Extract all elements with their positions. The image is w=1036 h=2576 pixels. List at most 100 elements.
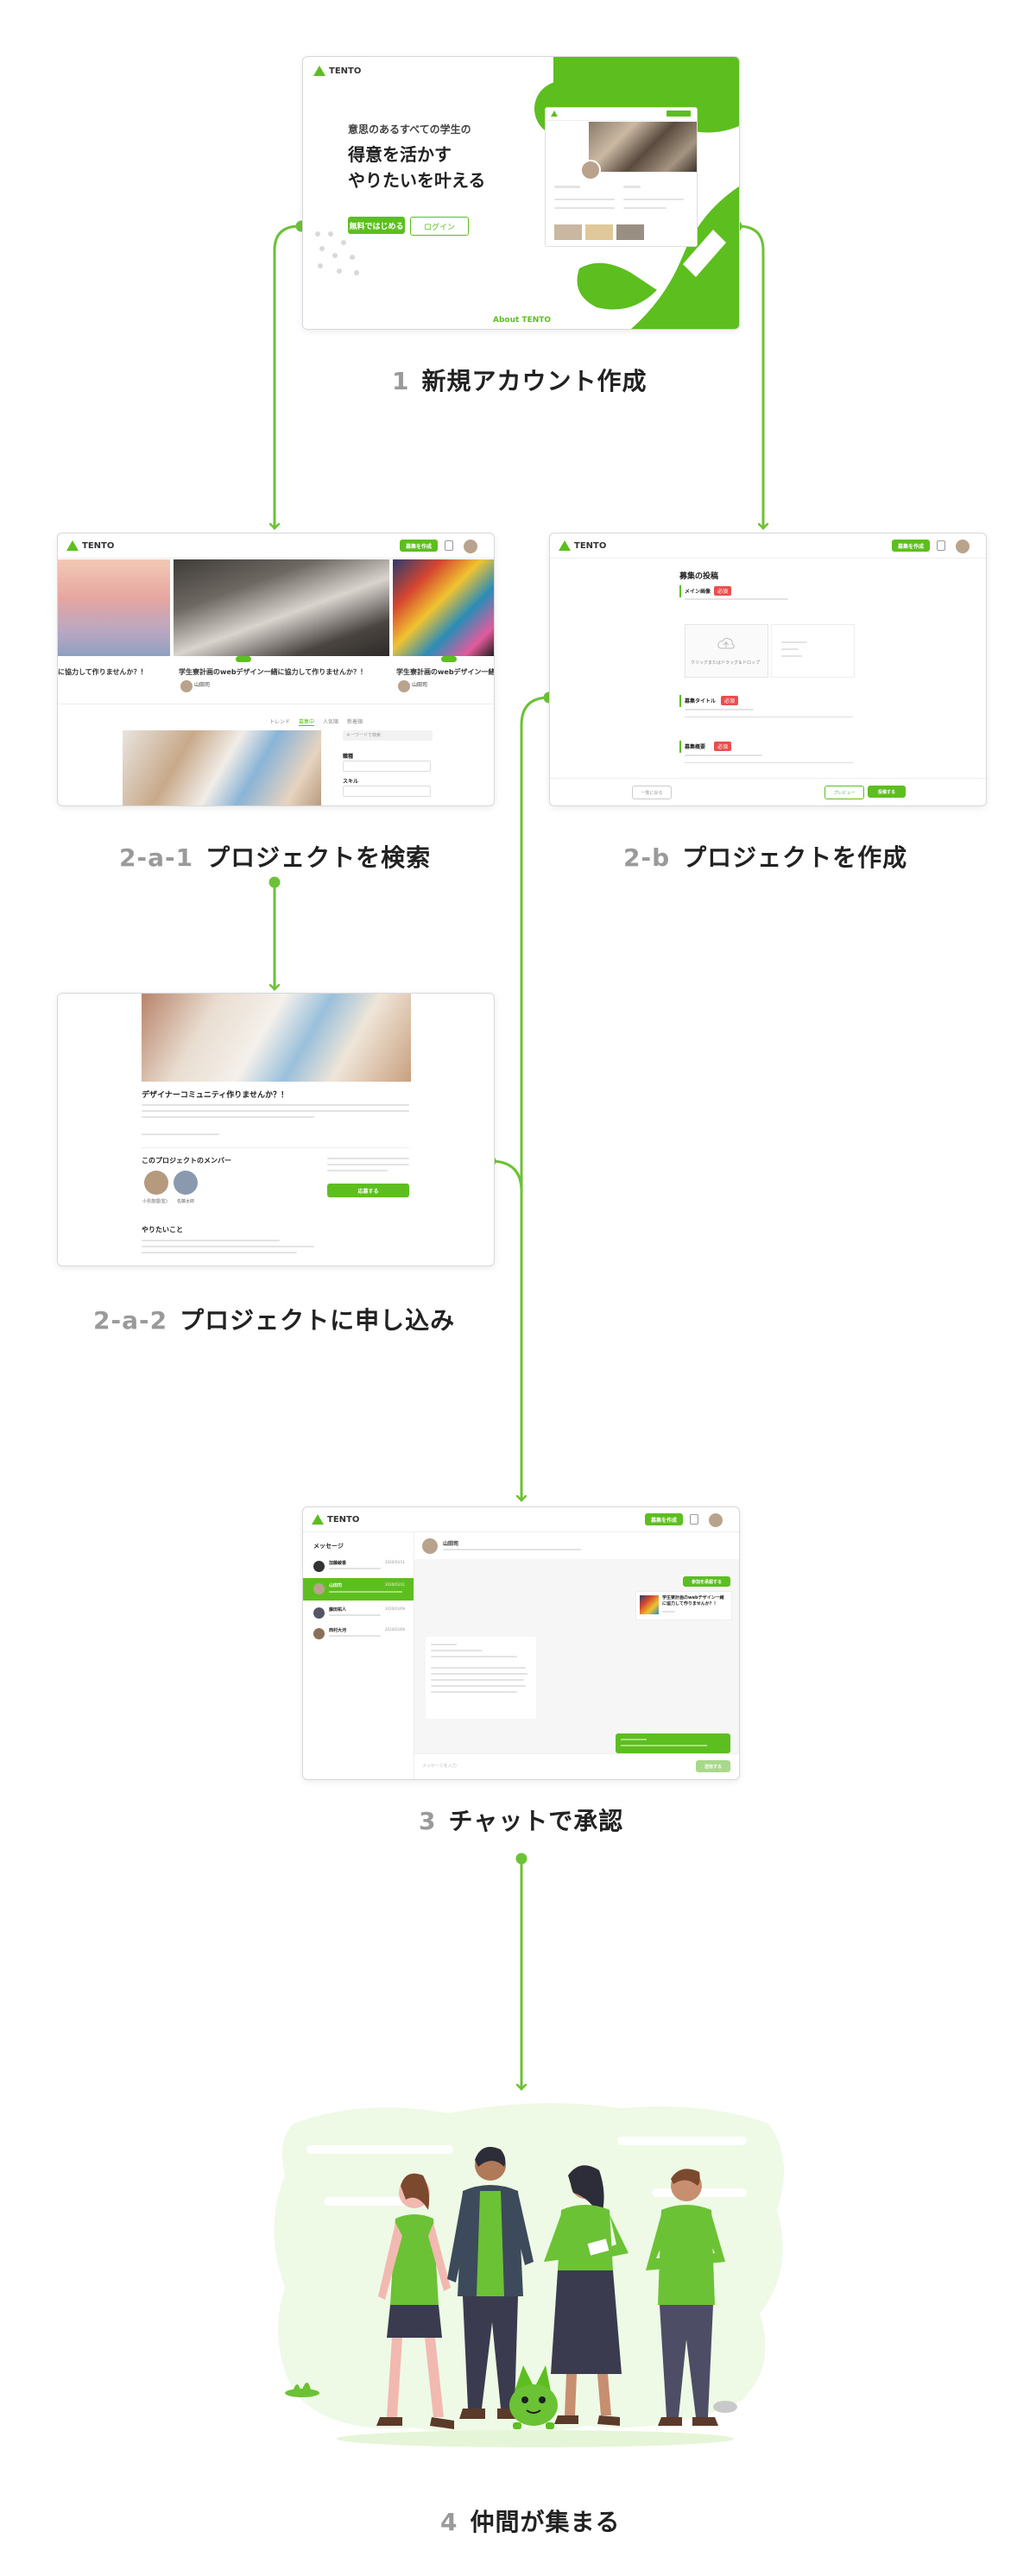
person-man-jacket bbox=[447, 2146, 534, 2419]
user-avatar[interactable] bbox=[954, 538, 971, 555]
create-logo: TENTO bbox=[559, 540, 606, 551]
landing-headline-2: やりたいを叶える bbox=[348, 170, 486, 191]
step-2a1-label: プロジェクトを検索 bbox=[205, 843, 432, 872]
thread-name: 藤田祐人 bbox=[329, 1607, 347, 1613]
create-screenshot[interactable]: TENTO 募集を作成 募集の投稿 メイン画像 必須 クリックまたはドラッグ＆ド… bbox=[549, 533, 987, 806]
card-mid-title: 学生寮計画のwebデザイン一緒に協力して作りませんか？！ bbox=[179, 668, 368, 676]
notification-icon[interactable] bbox=[445, 540, 453, 551]
create-header-button[interactable]: 募集を作成 bbox=[892, 540, 930, 552]
filter-tab-new[interactable]: 新着順 bbox=[347, 719, 363, 725]
detail-hero-image bbox=[142, 994, 411, 1082]
logo-text: TENTO bbox=[574, 540, 607, 551]
notification-icon[interactable] bbox=[937, 540, 945, 551]
landing-headline-1: 得意を活かす bbox=[348, 144, 452, 165]
landing-logo: TENTO bbox=[313, 66, 361, 76]
step-2b-caption: 2-b プロジェクトを作成 bbox=[623, 839, 907, 874]
step-2a2-label: プロジェクトに申し込み bbox=[180, 1306, 456, 1335]
member-avatar-1[interactable] bbox=[144, 1171, 168, 1195]
members-heading: このプロジェクトのメンバー bbox=[142, 1157, 231, 1165]
upload-dropzone[interactable]: クリックまたはドラッグ＆ドロップ bbox=[685, 624, 768, 678]
filter-tabs: トレンド 募集中 人気順 新着順 bbox=[269, 717, 363, 726]
project-card[interactable]: 学生寮計画のwebデザイン一緒に協力して作りませんか？！ bbox=[635, 1591, 732, 1620]
arrow-create-to-chat bbox=[521, 696, 551, 1500]
detail-screenshot[interactable]: デザイナーコミュニティ作りませんか？！ このプロジェクトのメンバー 小島悠理(監… bbox=[57, 993, 495, 1266]
required-tag: 必須 bbox=[714, 742, 732, 751]
search-screenshot[interactable]: TENTO 募集を作成 に協力して作りませんか？！ 学生寮計画のwebデザイン一… bbox=[57, 533, 495, 806]
landing-tagline: 意思のあるすべての学生の bbox=[348, 123, 471, 136]
register-button[interactable]: 無料ではじめる bbox=[348, 217, 405, 234]
thread-item-4[interactable]: 西村大河 2020/03/06 bbox=[303, 1625, 414, 1644]
notification-icon[interactable] bbox=[690, 1514, 698, 1525]
thread-time: 2020/03/11 bbox=[385, 1560, 406, 1564]
back-button[interactable]: 一覧に戻る bbox=[632, 786, 672, 799]
thread-name: 西村大河 bbox=[329, 1628, 347, 1633]
send-button[interactable]: 送信する bbox=[696, 1760, 730, 1772]
logo-text: TENTO bbox=[82, 540, 115, 551]
step-2a2-caption: 2-a-2 プロジェクトに申し込み bbox=[93, 1302, 455, 1336]
arrow-detail-to-chat bbox=[489, 1159, 523, 1193]
filter-tab-popular[interactable]: 人気順 bbox=[323, 719, 339, 725]
chat-create-button[interactable]: 募集を作成 bbox=[645, 1513, 683, 1525]
preview-hero-image bbox=[589, 122, 697, 172]
step-2b-label: プロジェクトを作成 bbox=[682, 843, 908, 872]
step-1-label: 新規アカウント作成 bbox=[421, 367, 648, 395]
mascot-creature-icon bbox=[509, 2365, 558, 2429]
received-message bbox=[426, 1637, 536, 1719]
thread-item-3[interactable]: 藤田祐人 2020/03/09 bbox=[303, 1604, 414, 1623]
carousel-image-left[interactable] bbox=[58, 559, 170, 656]
about-link[interactable]: About TENTO bbox=[493, 316, 552, 325]
keyword-search-input[interactable]: キーワードで検索 bbox=[343, 730, 433, 741]
person-woman-skirt bbox=[544, 2165, 629, 2426]
category-label: 職種 bbox=[343, 754, 354, 760]
person-woman-shorts bbox=[376, 2173, 454, 2429]
rock-icon bbox=[713, 2401, 737, 2413]
tento-logo-icon bbox=[312, 1514, 324, 1525]
login-button[interactable]: ログイン bbox=[410, 217, 469, 236]
filter-tab-open[interactable]: 募集中 bbox=[299, 719, 315, 726]
category-select[interactable] bbox=[343, 761, 431, 772]
preview-button[interactable]: プレビュー bbox=[824, 786, 864, 799]
dots-decoration bbox=[315, 231, 359, 275]
logo-text: TENTO bbox=[327, 1514, 360, 1525]
thread-time: 2020/03/09 bbox=[385, 1607, 406, 1611]
search-result-image[interactable] bbox=[123, 730, 321, 805]
detail-title: デザイナーコミュニティ作りませんか？！ bbox=[142, 1091, 289, 1100]
tento-logo-icon bbox=[66, 540, 79, 551]
card-right-title: 学生寮計画のwebデザイン一緒に bbox=[396, 668, 495, 676]
thread-time: 2020/03/06 bbox=[385, 1627, 406, 1632]
upload-cloud-icon bbox=[717, 637, 735, 649]
carousel-image-right[interactable] bbox=[393, 559, 494, 656]
thread-time: 2020/03/11 bbox=[385, 1582, 406, 1587]
user-avatar[interactable] bbox=[462, 538, 479, 555]
step-2b-number: 2-b bbox=[623, 843, 671, 872]
thread-item-2-active[interactable]: 山田司 2020/03/11 bbox=[303, 1578, 414, 1601]
member-avatar-2[interactable] bbox=[174, 1171, 198, 1195]
step-2a2-number: 2-a-2 bbox=[93, 1306, 168, 1335]
required-tag: 必須 bbox=[721, 696, 739, 705]
filter-tab-trend[interactable]: トレンド bbox=[269, 719, 291, 725]
step-2a1-number: 2-a-1 bbox=[119, 843, 194, 872]
apply-button[interactable]: 応募する bbox=[327, 1184, 409, 1197]
team-illustration bbox=[274, 2103, 784, 2447]
landing-screenshot[interactable]: TENTO 意思のあるすべての学生の 得意を活かす やりたいを叶える 無料ではじ… bbox=[302, 56, 740, 330]
submit-button[interactable]: 投稿する bbox=[868, 786, 906, 798]
chat-screenshot[interactable]: TENTO 募集を作成 メッセージ 加藤綾香 2020/03/11 山田司 20… bbox=[302, 1506, 740, 1780]
search-create-button[interactable]: 募集を作成 bbox=[400, 540, 438, 552]
user-avatar[interactable] bbox=[707, 1512, 724, 1529]
title-label: 募集タイトル bbox=[685, 698, 717, 704]
step-3-label: チャットで承認 bbox=[448, 1807, 624, 1835]
carousel-image-mid[interactable] bbox=[174, 559, 389, 656]
arrow-landing-to-create bbox=[736, 224, 763, 528]
thread-item-1[interactable]: 加藤綾香 2020/03/11 bbox=[303, 1557, 414, 1576]
tento-logo-icon bbox=[313, 66, 325, 76]
skill-select[interactable] bbox=[343, 786, 431, 797]
thread-name: 加藤綾香 bbox=[329, 1561, 347, 1566]
required-tag: 必須 bbox=[714, 586, 732, 596]
chat-header-name: 山田司 bbox=[443, 1541, 459, 1547]
search-logo: TENTO bbox=[66, 540, 114, 551]
approve-button[interactable]: 参加を承認する bbox=[683, 1576, 730, 1587]
todo-heading: やりたいこと bbox=[142, 1226, 183, 1234]
step-1-number: 1 bbox=[392, 367, 410, 395]
message-input[interactable]: メッセージを入力 bbox=[422, 1764, 457, 1769]
